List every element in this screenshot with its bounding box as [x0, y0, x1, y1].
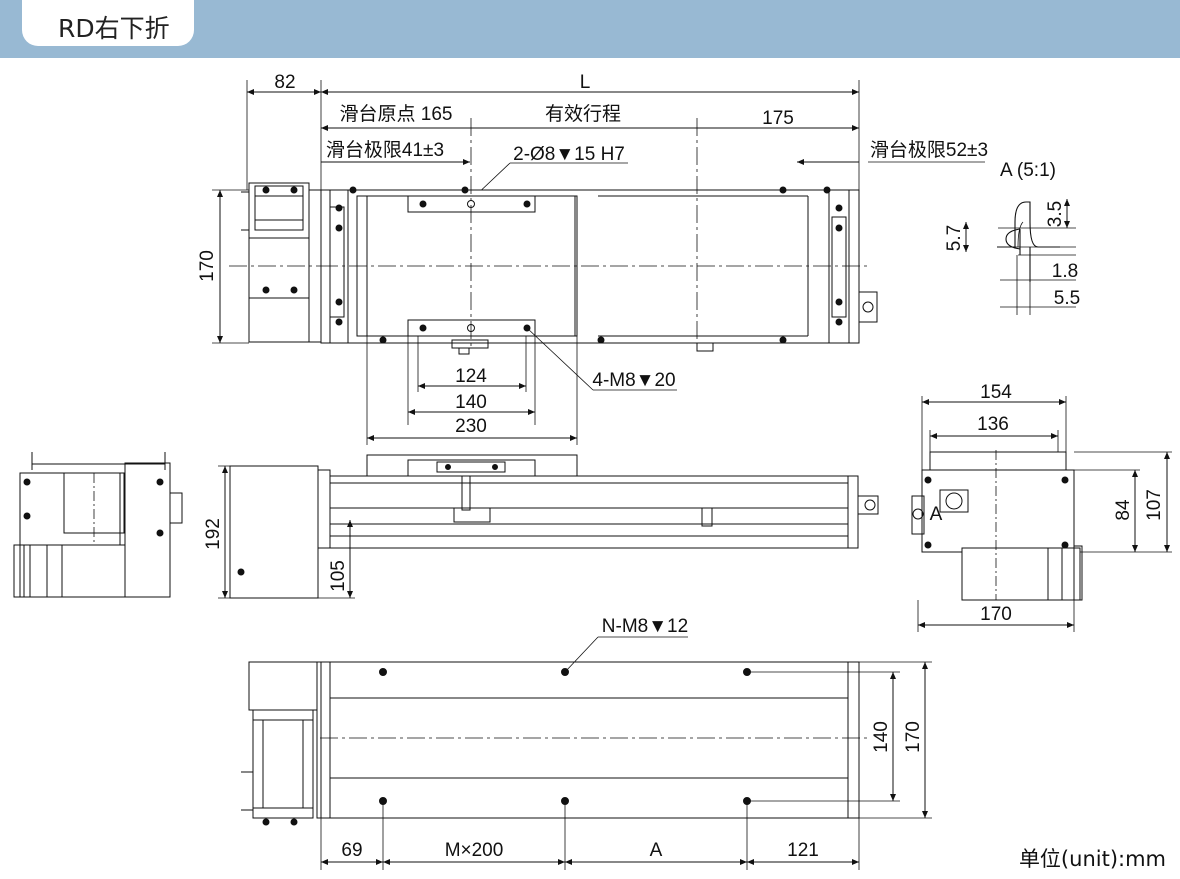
dim-121: 121 [787, 840, 819, 861]
dim-140: 140 [455, 392, 487, 413]
dim-192: 192 [203, 518, 224, 550]
top-view: 82 L 滑台原点 165 有效行程 175 滑台极限41±3 滑台极限52±3… [197, 72, 988, 445]
dim-154: 154 [980, 382, 1012, 403]
dim-5-7: 5.7 [944, 225, 965, 251]
dim-84: 84 [1113, 499, 1134, 521]
right-end-view: A 154 136 84 107 170 [911, 382, 1172, 632]
limit-left-label: 滑台极限41±3 [326, 139, 444, 161]
page-title: RD右下折 [58, 14, 170, 43]
dim-1-8: 1.8 [1052, 261, 1078, 282]
header-tab: RD右下折 [22, 0, 194, 46]
dim-136: 136 [977, 414, 1009, 435]
bottom-view: 140 170 N-M8▼12 69 M×200 A 121 [241, 616, 932, 870]
pin-hole-label: 2-Ø8▼15 H7 [513, 144, 625, 165]
dim-124: 124 [455, 366, 487, 387]
dim-3-5: 3.5 [1045, 201, 1066, 227]
dim-L: L [580, 72, 591, 93]
dim-5-5: 5.5 [1054, 288, 1080, 309]
mark-a: A [930, 504, 943, 525]
thread-4-label: 4-M8▼20 [592, 370, 675, 391]
dim-82: 82 [274, 72, 295, 93]
dim-230: 230 [455, 416, 487, 437]
dim-170-top: 170 [197, 250, 218, 282]
limit-right-label: 滑台极限52±3 [870, 139, 988, 161]
dim-170-bottom: 170 [903, 721, 924, 753]
detail-a: A (5:1) 5.7 3.5 1.8 5.5 [944, 160, 1080, 315]
dim-170-end: 170 [980, 604, 1012, 625]
dim-140-bottom: 140 [871, 721, 892, 753]
left-end-view [13, 452, 183, 598]
dim-69: 69 [341, 840, 362, 861]
header-bar [0, 0, 1180, 58]
dim-A: A [650, 840, 663, 861]
dim-175: 175 [762, 108, 794, 129]
side-view: 192 105 [203, 454, 879, 599]
unit-note: 单位(unit):mm [1018, 847, 1166, 871]
stroke-label: 有效行程 [545, 103, 621, 125]
dim-mx200: M×200 [445, 840, 504, 861]
dim-107: 107 [1144, 489, 1165, 521]
dim-105: 105 [328, 560, 349, 592]
origin-label: 滑台原点 165 [340, 103, 453, 125]
thread-n-label: N-M8▼12 [602, 616, 688, 637]
detail-title: A (5:1) [1000, 160, 1056, 181]
